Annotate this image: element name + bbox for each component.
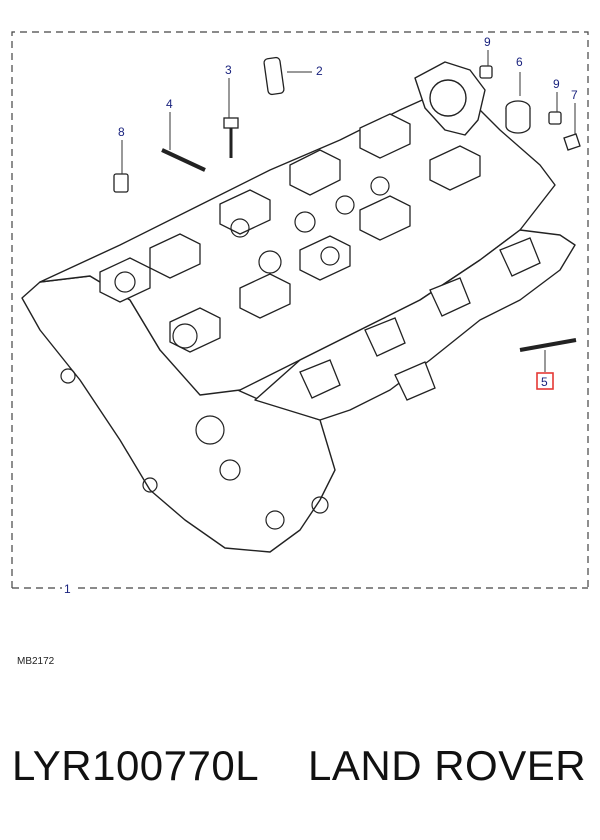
- brand-name: LAND ROVER: [308, 742, 587, 789]
- callout-4: 4: [166, 97, 173, 111]
- loose-parts: [113, 56, 581, 352]
- leader-lines: [121, 50, 576, 372]
- callout-8: 8: [118, 125, 125, 139]
- callout-5: 5: [541, 375, 548, 389]
- footer: LYR100770L LAND ROVER: [0, 742, 600, 812]
- part-number: LYR100770L: [12, 742, 260, 789]
- callout-5-highlight-box: [536, 372, 554, 390]
- diagram-reference-code: MB2172: [17, 656, 55, 667]
- callout-1: 1: [64, 582, 71, 596]
- callout-2: 2: [316, 64, 323, 78]
- exploded-parts-diagram: 1 2 3 4 5 6 7 8 9 9: [11, 31, 589, 596]
- callout-7: 7: [571, 88, 578, 102]
- callout-9b: 9: [553, 77, 560, 91]
- cam-bores: [60, 176, 390, 530]
- callout-3: 3: [225, 63, 232, 77]
- callout-9a: 9: [484, 35, 491, 49]
- cylinder-head: [21, 61, 576, 553]
- bearing-caps: [99, 113, 481, 353]
- assembly-boundary: [11, 31, 589, 589]
- callout-6: 6: [516, 55, 523, 69]
- exhaust-ports: [299, 237, 541, 401]
- callout-labels: 1 2 3 4 5 6 7 8 9 9: [64, 35, 578, 596]
